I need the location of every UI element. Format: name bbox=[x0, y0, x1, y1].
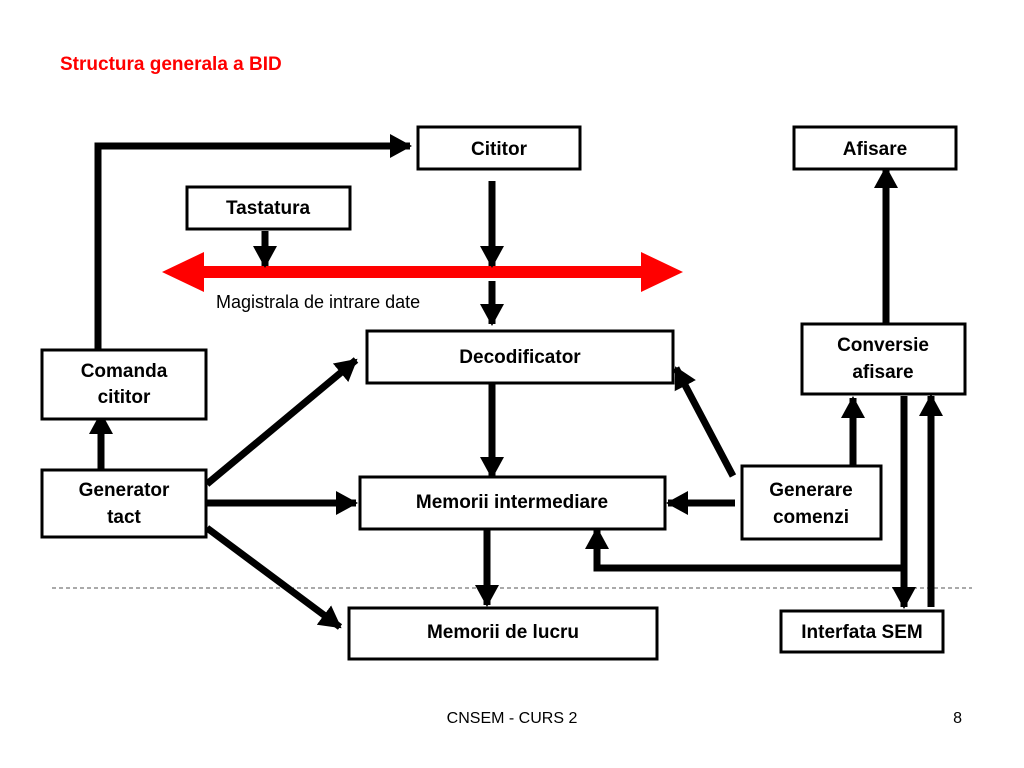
label-comanda-cititor-line2: cititor bbox=[98, 387, 151, 408]
block-comanda-cititor bbox=[40, 348, 208, 421]
label-generare-comenzi-line2: comenzi bbox=[773, 507, 849, 528]
label-afisare: Afisare bbox=[843, 139, 907, 160]
block-decodificator bbox=[365, 329, 675, 385]
label-memorii-de-lucru: Memorii de lucru bbox=[427, 622, 579, 643]
connector-interfata-to-intermediare bbox=[585, 527, 904, 572]
connector-generare-to-decodificator bbox=[672, 366, 737, 478]
connector-generator-to-lucru bbox=[204, 525, 343, 630]
label-tastatura: Tastatura bbox=[226, 198, 311, 219]
page-number: 8 bbox=[953, 710, 962, 727]
slide-title: Structura generala a BID bbox=[60, 54, 282, 75]
block-tastatura bbox=[185, 185, 352, 231]
block-cititor bbox=[416, 125, 582, 171]
block-memorii-de-lucru bbox=[347, 606, 659, 661]
block-generare-comenzi bbox=[740, 464, 883, 541]
connectors bbox=[89, 134, 943, 630]
block-generator-tact bbox=[40, 468, 208, 539]
label-interfata-sem: Interfata SEM bbox=[801, 622, 922, 643]
block-conversie-afisare bbox=[800, 322, 967, 396]
label-cititor: Cititor bbox=[471, 139, 528, 160]
label-generator-tact-line1: Generator bbox=[79, 480, 170, 501]
block-afisare bbox=[792, 125, 958, 171]
label-conversie-afisare-line1: Conversie bbox=[837, 335, 929, 356]
label-generare-comenzi-line1: Generare bbox=[769, 480, 852, 501]
block-memorii-intermediare bbox=[358, 475, 667, 531]
connector-generator-to-decodificator bbox=[204, 357, 359, 487]
footer-text: CNSEM - CURS 2 bbox=[447, 710, 578, 727]
label-memorii-intermediare: Memorii intermediare bbox=[416, 492, 608, 513]
bus-label: Magistrala de intrare date bbox=[216, 292, 420, 312]
label-generator-tact-line2: tact bbox=[107, 507, 141, 528]
connector-comanda-to-cititor bbox=[94, 134, 412, 350]
block-interfata-sem bbox=[779, 609, 945, 654]
label-conversie-afisare-line2: afisare bbox=[852, 362, 913, 383]
data-input-bus-arrow bbox=[162, 252, 683, 292]
label-comanda-cititor-line1: Comanda bbox=[81, 361, 168, 382]
label-decodificator: Decodificator bbox=[459, 347, 581, 368]
